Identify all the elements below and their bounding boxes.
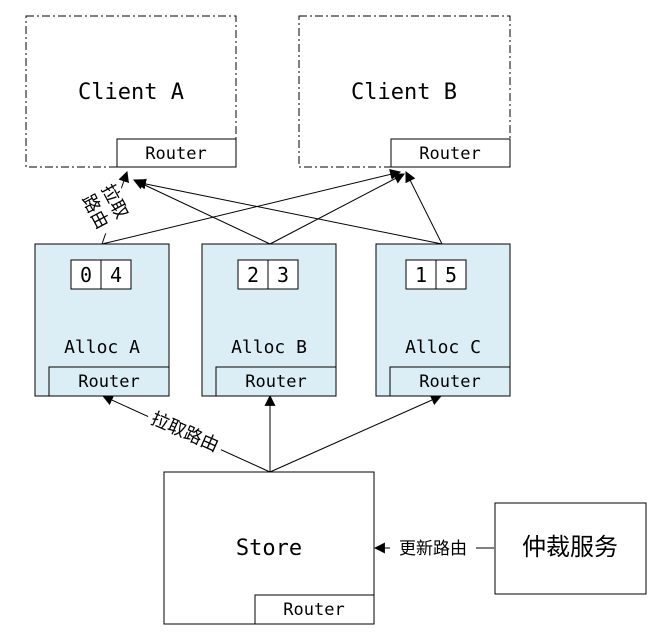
alloc-b-router-label: Router <box>245 372 306 392</box>
arbiter-box <box>494 502 647 595</box>
alloc-b-slot-0 <box>237 259 269 290</box>
client-a: Client A Router <box>25 15 237 168</box>
pull-route-alloc-label: 拉取路由 <box>143 402 228 460</box>
alloc-b-slot-1 <box>267 259 299 290</box>
edge-alloc-a-to-client-b <box>101 168 402 245</box>
alloc-c-title: Alloc C <box>405 337 481 358</box>
client-b: Client B Router <box>298 15 511 168</box>
client-a-router-box <box>116 138 237 168</box>
alloc-a-slot-1-label: 4 <box>110 263 122 287</box>
alloc-a-slot-1 <box>100 259 132 290</box>
alloc-c-router-label: Router <box>419 372 480 392</box>
alloc-c-slot-1 <box>435 259 467 290</box>
alloc-b-slot-1-label: 3 <box>277 263 289 287</box>
alloc-a-router-box <box>48 366 170 397</box>
pull-route-client-label-bg <box>75 174 137 238</box>
alloc-a: 0 4 Alloc A Router <box>34 243 170 397</box>
arbiter-title: 仲裁服务 <box>522 533 618 561</box>
alloc-c-slot-0 <box>405 259 437 290</box>
edge-store-to-alloc-c <box>269 394 443 473</box>
alloc-a-title: Alloc A <box>64 337 140 358</box>
store-router-label: Router <box>283 600 344 620</box>
alloc-c: 1 5 Alloc C Router <box>375 243 511 397</box>
alloc-b-slot-0-label: 2 <box>247 263 259 287</box>
client-a-router-label: Router <box>145 144 206 164</box>
alloc-c-slot-1-label: 5 <box>445 263 457 287</box>
alloc-b-title: Alloc B <box>231 337 307 358</box>
alloc-b: 2 3 Alloc B Router <box>201 243 337 397</box>
alloc-a-router-label: Router <box>78 372 139 392</box>
alloc-a-slot-0 <box>70 259 102 290</box>
edge-alloc-c-to-client-b <box>405 171 443 245</box>
arbiter-service: 仲裁服务 <box>494 502 647 595</box>
alloc-b-router-box <box>215 366 337 397</box>
edge-alloc-b-to-client-a <box>133 179 271 245</box>
edge-labels: 拉取 路由 拉取路由 更新路由 <box>75 174 467 559</box>
connections <box>101 168 494 554</box>
update-route-label: 更新路由 <box>399 539 467 559</box>
pull-route-client-label: 拉取 路由 <box>75 174 137 238</box>
client-b-title: Client B <box>351 80 457 105</box>
alloc-c-slot-0-label: 1 <box>415 263 427 287</box>
edge-alloc-b-to-client-b <box>269 173 405 245</box>
client-b-router-box <box>390 138 511 168</box>
alloc-c-router-box <box>389 366 511 397</box>
client-b-router-label: Router <box>419 144 480 164</box>
alloc-a-slot-0-label: 0 <box>80 263 92 287</box>
pull-route-alloc-label-bg <box>143 402 228 460</box>
store-title: Store <box>236 536 302 561</box>
edge-alloc-c-to-client-a <box>134 178 443 245</box>
client-a-title: Client A <box>78 80 184 105</box>
store: Store Router <box>163 471 375 625</box>
store-router-box <box>254 594 375 625</box>
